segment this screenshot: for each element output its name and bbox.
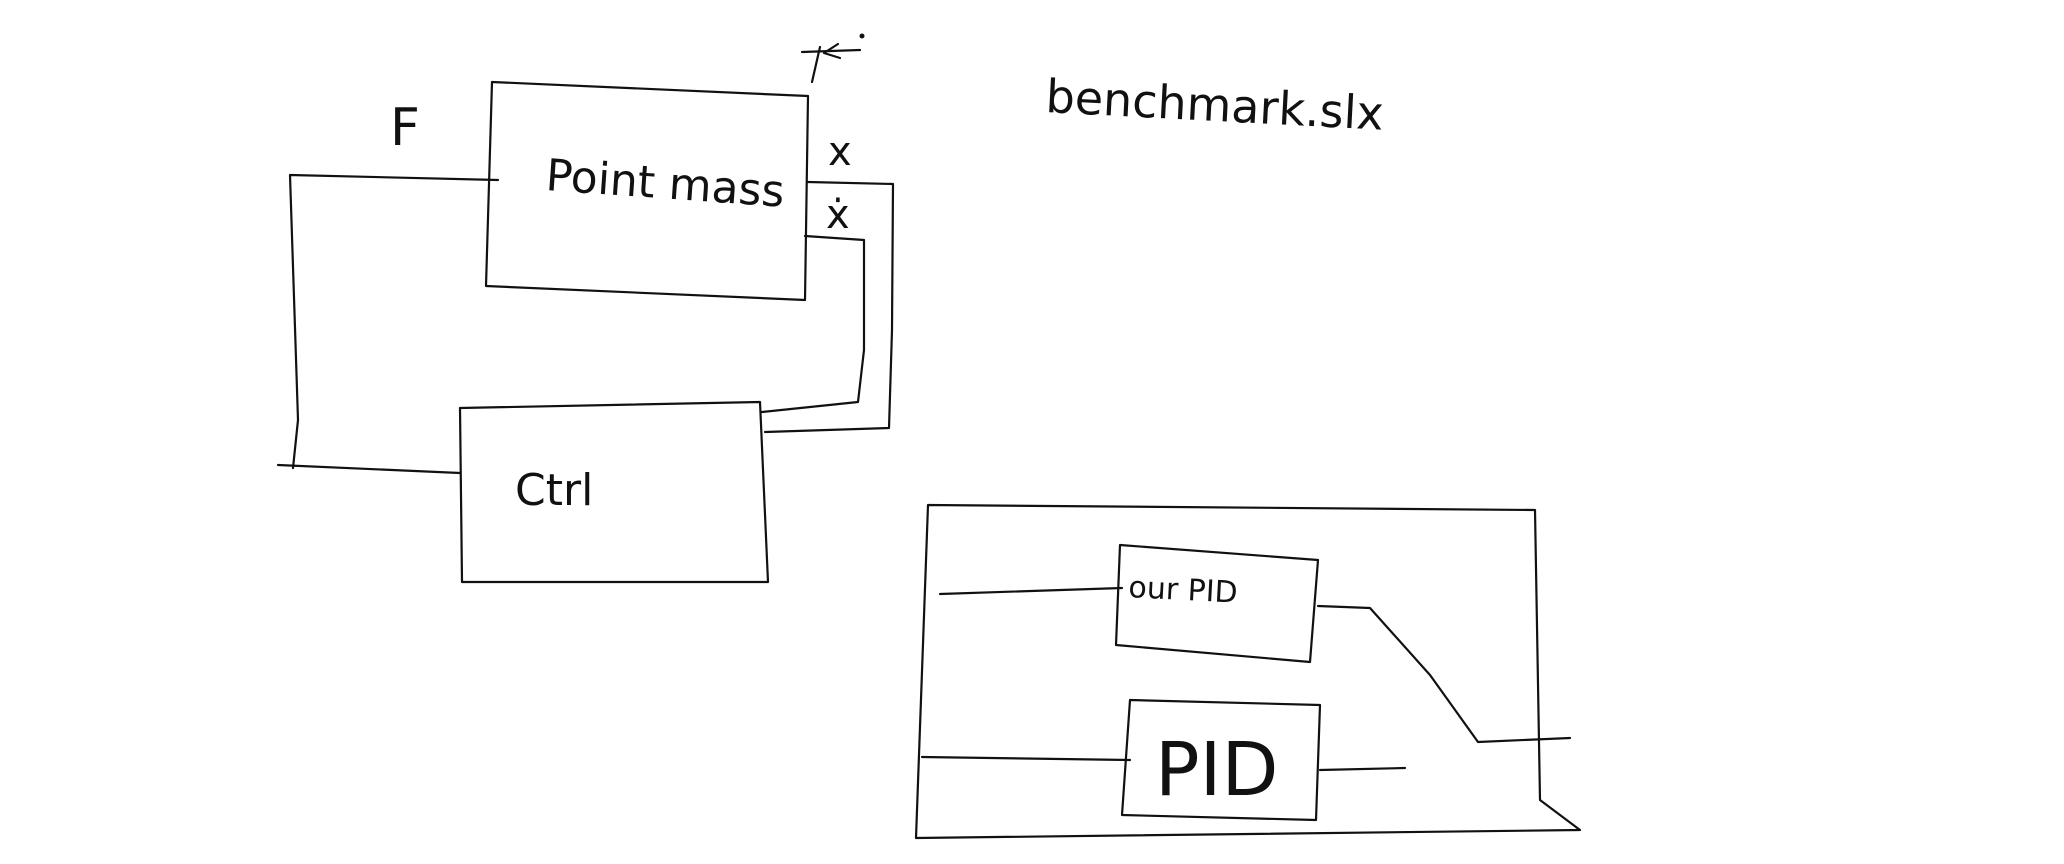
pid-input-wire [920,755,1132,762]
diagram-title: benchmark.slx [1044,69,1385,141]
our-pid-input-wire [938,586,1124,596]
velocity-feedback-wire [760,234,866,414]
position-feedback-wire [763,180,895,434]
pid-output-wire [1318,766,1407,772]
accel-output-marker [800,33,865,84]
pid-label: PID [1155,727,1278,813]
point-mass-label: Point mass [544,150,786,218]
position-signal-label: x [828,129,852,175]
ctrl-block[interactable]: Ctrl [458,400,770,584]
ctrl-label: Ctrl [515,465,593,516]
our-pid-label: our PID [1128,570,1239,611]
comparison-subsystem-frame[interactable] [914,503,1582,840]
force-feedback-wire [276,173,500,475]
velocity-signal-label: ẋ [826,192,850,238]
pid-block[interactable]: PID [1120,698,1322,822]
point-mass-block[interactable]: Point mass [484,80,810,302]
our-pid-block[interactable]: our PID [1114,543,1320,664]
our-pid-output-wire [1316,604,1572,744]
force-signal-label: F [390,98,420,158]
